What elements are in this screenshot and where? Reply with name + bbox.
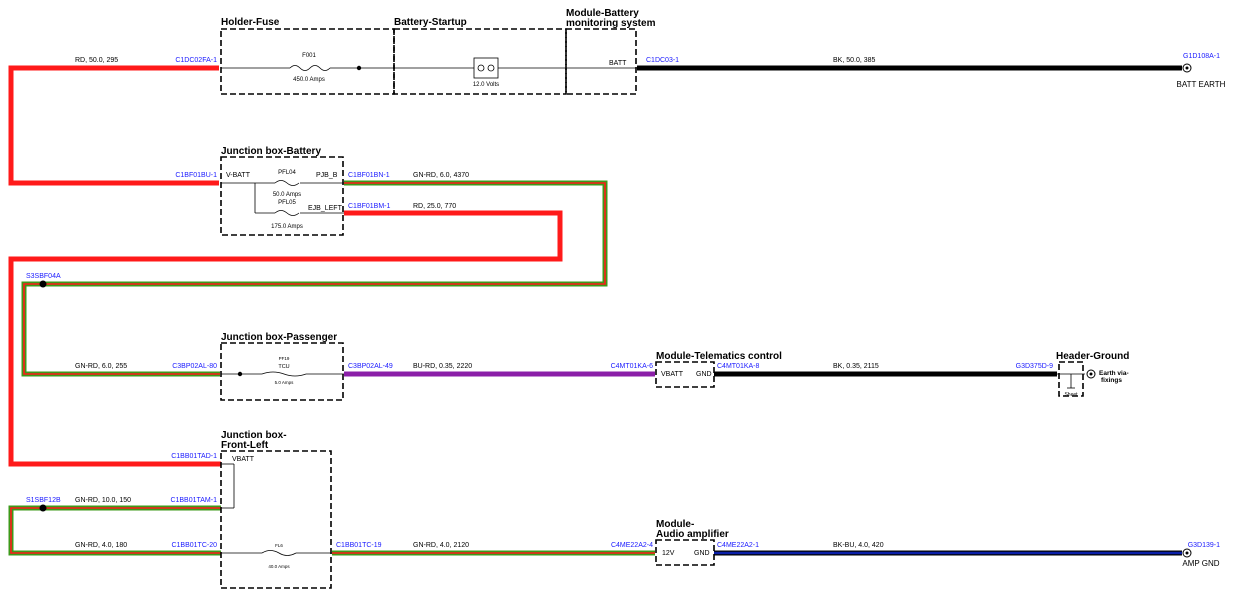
fuse-pfl05-rating: 175.0 Amps (271, 224, 303, 230)
earth-via-ground-dot (1089, 372, 1093, 376)
wire-gn-rd-10-tracer (10, 507, 221, 554)
passenger-node-dot (237, 371, 243, 377)
splice-label-s1sbf12b[interactable]: S1SBF12B (26, 497, 61, 504)
wire-label-w9: GN-RD, 4.0, 180 (75, 542, 127, 549)
connector-g3d375d[interactable]: G3D375D-9 (1016, 363, 1053, 370)
connector-c1bb01tc-20[interactable]: C1BB01TC-20 (171, 542, 217, 549)
battery-terminal-left-icon (477, 64, 485, 72)
connector-g3d139[interactable]: G3D139-1 (1188, 542, 1220, 549)
ground-batt-earth-label: BATT EARTH (1177, 80, 1226, 89)
wire-label-w1: RD, 50.0, 295 (75, 57, 118, 64)
wire-label-w6: BU-RD, 0.35, 2220 (413, 363, 472, 370)
wire-label-w11: BK-BU, 4.0, 420 (833, 542, 884, 549)
pin-vbatt-tcu: VBATT (661, 371, 684, 378)
pin-ejb-left: EJB_LEFT (308, 205, 343, 212)
ground-amp-gnd-label: AMP GND (1182, 559, 1219, 568)
holder-fuse-title: Holder-Fuse (221, 17, 280, 28)
connector-c1bb01tam[interactable]: C1BB01TAM-1 (170, 497, 217, 504)
header-ground-title: Header-Ground (1056, 351, 1129, 362)
telematics-title: Module-Telematics control (656, 351, 782, 362)
connector-c4me22a2-4[interactable]: C4ME22A2-4 (611, 542, 653, 549)
splice-s3sbf04a[interactable] (39, 280, 47, 288)
connector-g1d108a[interactable]: G1D108A-1 (1183, 53, 1220, 60)
junction-battery-title: Junction box-Battery (221, 146, 321, 157)
audio-amp-title-1: Module- (656, 519, 694, 530)
pin-gnd-amp: GND (694, 550, 710, 557)
connector-c1dc02fa[interactable]: C1DC02FA-1 (175, 57, 217, 64)
pin-v-batt: V-BATT (226, 172, 251, 179)
connector-c4me22a2-1[interactable]: C4ME22A2-1 (717, 542, 759, 549)
connector-c1bb01tc-19[interactable]: C1BB01TC-19 (336, 542, 382, 549)
battery-startup-box[interactable] (393, 28, 567, 95)
junction-passenger-box[interactable] (220, 342, 344, 401)
battery-icon[interactable] (473, 57, 499, 79)
pin-pjb-b: PJB_B (316, 172, 338, 179)
amp-gnd-ground-dot (1185, 551, 1189, 555)
connector-c1bf01bn[interactable]: C1BF01BN-1 (348, 172, 390, 179)
ground-earth-via-label-1: Earth via- (1099, 370, 1129, 377)
connector-c1bf01bm[interactable]: C1BF01BM-1 (348, 203, 391, 210)
ground-sheet-label: Sheet (1064, 392, 1078, 398)
batt-earth-ground-dot (1185, 66, 1189, 70)
connector-c4mt01ka-8[interactable]: C4MT01KA-8 (717, 363, 760, 370)
wire-label-w4: RD, 25.0, 770 (413, 203, 456, 210)
fuse-pf19-label: PF19 (279, 356, 290, 361)
fuse-pf19-rating: 5.0 Amps (275, 380, 295, 385)
splice-s1sbf12b[interactable] (39, 504, 47, 512)
battery-terminal-right-icon (487, 64, 495, 72)
wire-gn-rd-tracer (23, 182, 606, 375)
module-battery-title-1: Module-Battery (566, 8, 639, 19)
wire-label-w10: GN-RD, 4.0, 2120 (413, 542, 469, 549)
fuse-fl6-label: FL6 (275, 543, 283, 548)
wire-label-w8: GN-RD, 10.0, 150 (75, 497, 131, 504)
splice-label-s3sbf04a[interactable]: S3SBF04A (26, 273, 61, 280)
pin-batt: BATT (609, 60, 627, 67)
wire-label-w7: BK, 0.35, 2115 (833, 363, 879, 370)
telematics-box[interactable] (655, 361, 715, 388)
wire-label-w3: GN-RD, 6.0, 4370 (413, 172, 469, 179)
wire-label-w5: GN-RD, 6.0, 255 (75, 363, 127, 370)
battery-voltage: 12.0 Volts (473, 82, 499, 88)
connector-c4mt01ka-6[interactable]: C4MT01KA-6 (611, 363, 654, 370)
fuse-pfl04-label: PFL04 (278, 170, 296, 176)
module-battery-title-2: monitoring system (566, 18, 656, 29)
junction-passenger-title: Junction box-Passenger (221, 332, 337, 343)
fuse-pfl05-label: PFL05 (278, 200, 296, 206)
junction-battery-box[interactable] (220, 156, 344, 236)
wire-label-w2: BK, 50.0, 385 (833, 57, 876, 64)
pin-vbatt-front-left: VBATT (232, 456, 255, 463)
connector-c1bb01tad[interactable]: C1BB01TAD-1 (171, 453, 217, 460)
fuse-f001-label: F001 (302, 53, 316, 59)
junction-front-left-title-2: Front-Left (221, 440, 269, 451)
holder-node-dot (356, 65, 362, 71)
pin-12v: 12V (662, 550, 675, 557)
connector-c3bp02al-49[interactable]: C3BP02AL-49 (348, 363, 393, 370)
holder-fuse-box[interactable] (220, 28, 395, 95)
audio-amp-box[interactable] (655, 539, 715, 566)
fuse-pfl04-rating: 50.0 Amps (273, 192, 301, 198)
connector-c1dc03[interactable]: C1DC03-1 (646, 57, 679, 64)
fuse-pf19-name: TCU (278, 364, 289, 370)
battery-startup-title: Battery-Startup (394, 17, 467, 28)
junction-front-left-box[interactable] (220, 450, 332, 589)
wire-rd-25-770[interactable] (8, 210, 563, 467)
audio-amp-title-2: Audio amplifier (656, 529, 729, 540)
fuse-fl6-rating: 40.0 Amps (268, 564, 290, 569)
ground-earth-via-label-2: fixings (1101, 377, 1122, 384)
connector-c1bf01bu[interactable]: C1BF01BU-1 (175, 172, 217, 179)
pin-gnd-tcu: GND (696, 371, 712, 378)
junction-front-left-title-1: Junction box- (221, 430, 287, 441)
module-battery-box[interactable] (565, 28, 637, 95)
header-ground-box[interactable] (1058, 361, 1084, 397)
connector-c3bp02al-80[interactable]: C3BP02AL-80 (172, 363, 217, 370)
internal-circuit (221, 65, 1085, 556)
wire-rd-50-295[interactable] (8, 65, 219, 186)
fuse-f001-rating: 450.0 Amps (293, 77, 325, 83)
